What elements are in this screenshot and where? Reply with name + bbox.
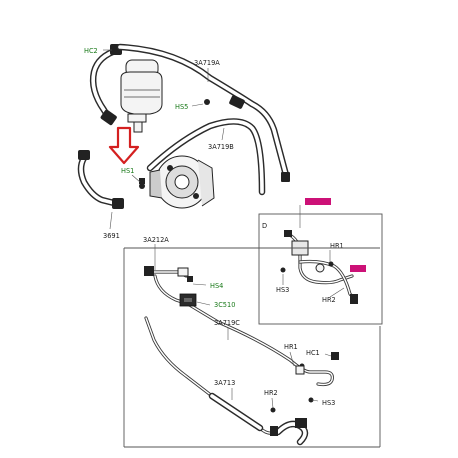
label-3a719a: 3A719A <box>194 59 220 67</box>
label-3c510: 3C510 <box>214 301 235 309</box>
label-d: D <box>262 222 267 230</box>
label-3a719c: 3A719C <box>214 319 240 327</box>
detail-pipe-assembly <box>280 230 358 304</box>
label-hs1: HS1 <box>121 167 134 175</box>
label-hs3-bottom: HS3 <box>322 399 335 407</box>
highlight-label-top <box>305 198 331 205</box>
bolt-icon <box>187 276 339 413</box>
label-hc1: HC1 <box>306 349 320 357</box>
label-hr2-bottom: HR2 <box>264 389 278 397</box>
label-hr1-top: HR1 <box>330 242 344 250</box>
label-3a212a: 3A212A <box>143 236 169 244</box>
label-hr1-bottom: HR1 <box>284 343 298 351</box>
label-3a713: 3A713 <box>214 379 235 387</box>
reservoir-icon <box>120 59 163 133</box>
highlight-label-right <box>350 265 366 272</box>
label-3691: 3691 <box>103 232 120 240</box>
hose-3a719a <box>116 43 290 182</box>
return-hose-hc2 <box>89 44 122 126</box>
pump-icon <box>149 155 215 209</box>
hose-3a719b <box>146 118 266 196</box>
bolt-icon <box>139 99 210 189</box>
hose-3691 <box>77 150 124 209</box>
label-hr2-top: HR2 <box>322 296 336 304</box>
label-hs3-top: HS3 <box>276 286 289 294</box>
down-arrow-icon <box>108 126 140 165</box>
label-hs5: HS5 <box>175 103 188 111</box>
detail-box-d <box>258 213 383 325</box>
lower-pipe-3a713 <box>144 316 309 446</box>
label-hs4: HS4 <box>210 282 223 290</box>
label-hc2: HC2 <box>84 47 98 55</box>
clip-icon <box>179 293 197 307</box>
label-3a719b: 3A719B <box>208 143 234 151</box>
